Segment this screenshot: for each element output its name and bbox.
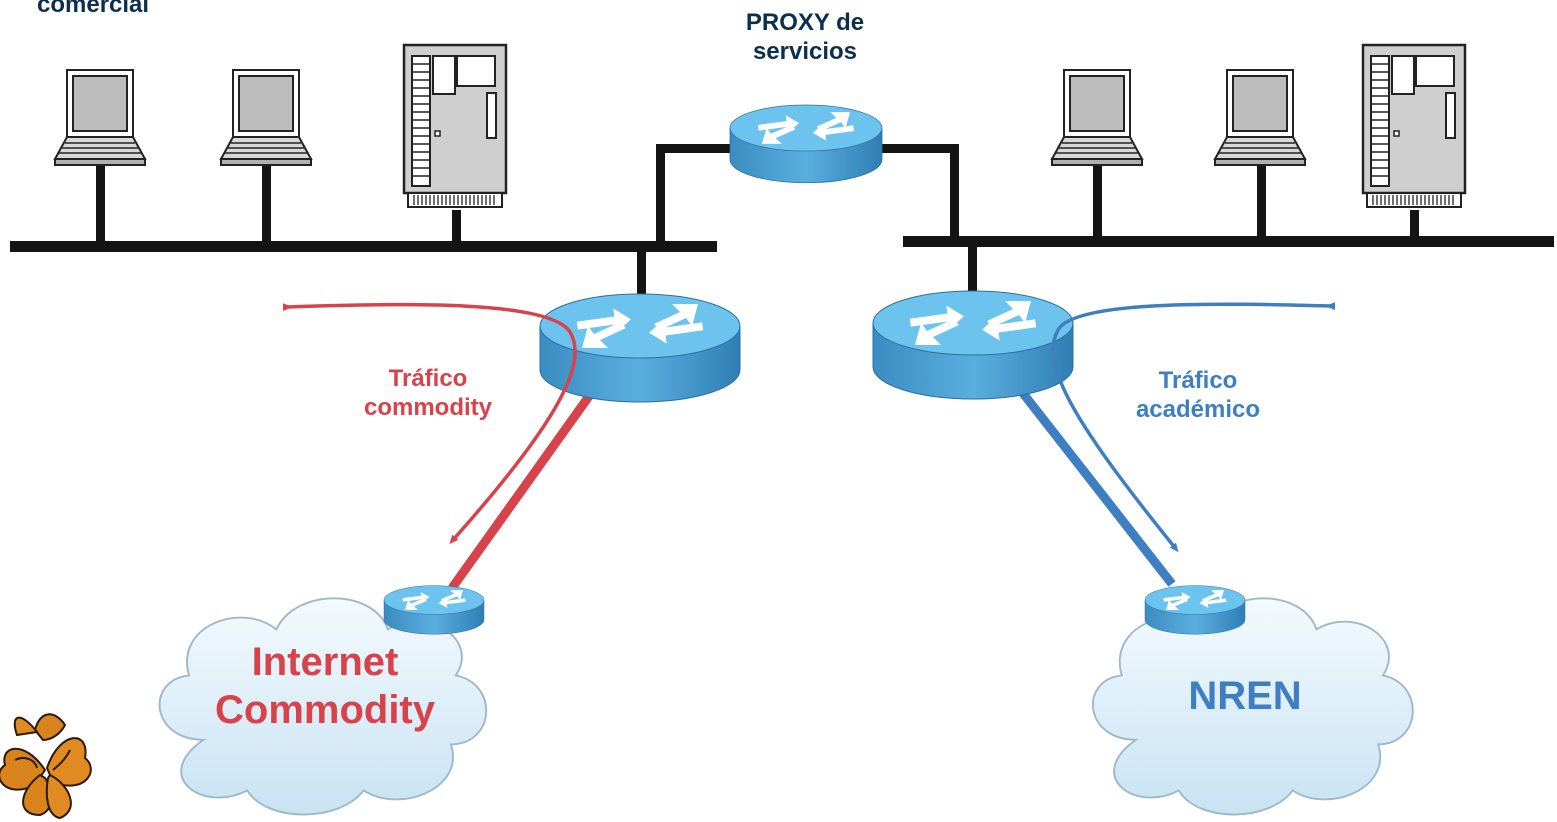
academic-traffic-arrow	[1051, 302, 1336, 553]
academic-uplink-line	[1018, 389, 1176, 587]
commodity-traffic-label: Tráfico commodity	[363, 365, 492, 422]
internet-cloud-router-icon	[383, 585, 485, 635]
comercial-network-label: comercial	[37, 0, 150, 18]
commodity-uplink-line	[448, 389, 596, 591]
commodity-edge-router-icon	[539, 293, 741, 403]
internet-commodity-label: Internet Commodity	[215, 640, 435, 732]
proxy-router-icon	[729, 104, 883, 184]
left-lan-bus	[10, 241, 717, 252]
right-lan-bus	[903, 236, 1554, 247]
laptop-icon	[1214, 69, 1306, 166]
academic-traffic-label: Tráfico académico	[1135, 367, 1261, 424]
nren-label: NREN	[1188, 674, 1302, 718]
butterfly-icon	[0, 713, 92, 820]
nren-cloud-router-icon	[1144, 585, 1246, 635]
server-icon	[1361, 43, 1467, 209]
laptop-icon	[54, 69, 146, 166]
academic-edge-router-icon	[872, 290, 1074, 400]
commodity-traffic-arrow	[282, 302, 577, 544]
laptop-icon	[220, 69, 312, 166]
laptop-icon	[1051, 69, 1143, 166]
server-icon	[402, 43, 508, 209]
proxy-label: PROXY de servicios	[745, 9, 865, 66]
